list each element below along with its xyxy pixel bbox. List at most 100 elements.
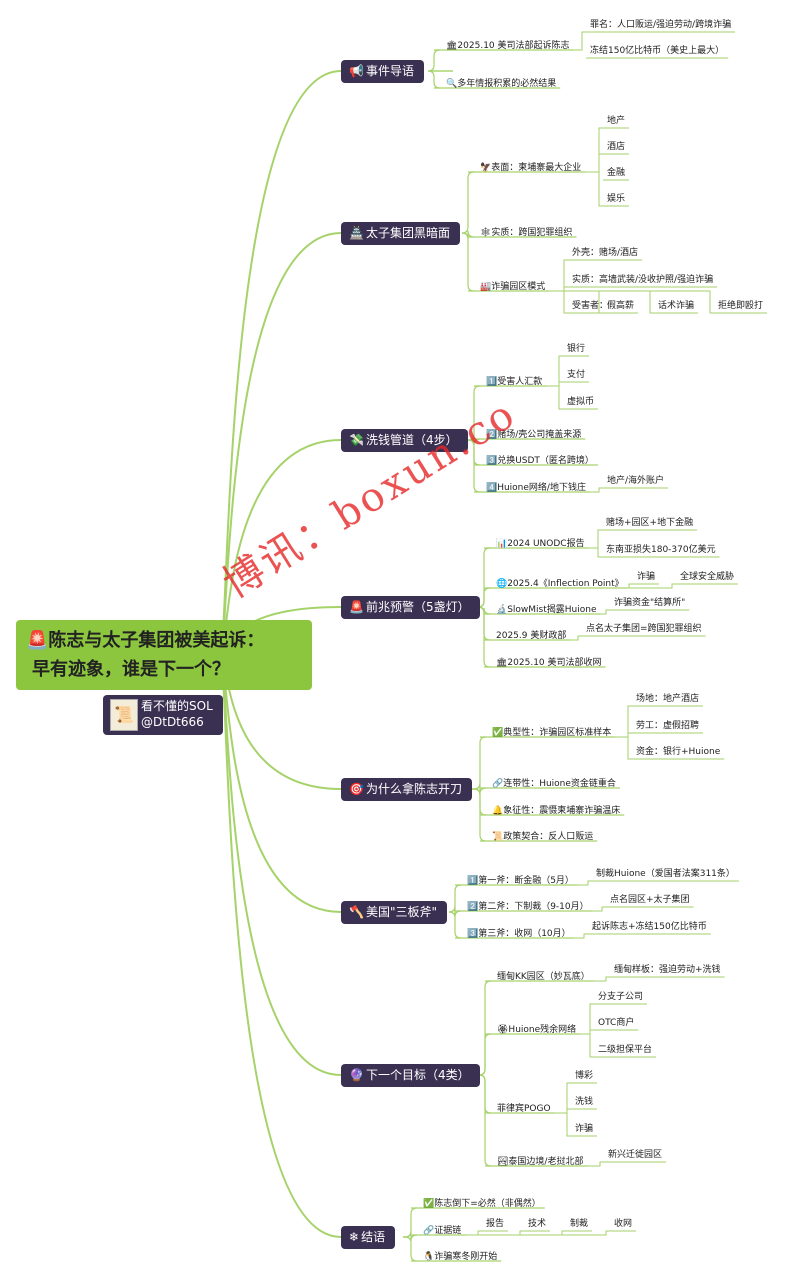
branch-node[interactable]: ❄结语 xyxy=(341,1226,396,1249)
branch-label: 事件导语 xyxy=(365,64,414,78)
sub-topic[interactable]: 🏛2025.10 美司法部起诉陈志 xyxy=(446,41,570,51)
leaf-topic[interactable]: 地产/海外账户 xyxy=(607,476,665,486)
leaf-link xyxy=(577,880,739,886)
sub-topic[interactable]: 🔔象征性：震慑柬埔寨诈骗温床 xyxy=(492,806,621,816)
leaf-topic[interactable]: 话术诈骗 xyxy=(658,301,695,311)
branch-node[interactable]: 🪓美国"三板斧" xyxy=(341,901,447,924)
leaf-topic[interactable]: 收网 xyxy=(614,1219,633,1229)
sub-topic[interactable]: 1️⃣受害人汇款 xyxy=(486,377,543,387)
sub-topic[interactable]: 3️⃣第三斧：收网（10月） xyxy=(467,929,571,939)
leaf-topic[interactable]: 制裁 xyxy=(570,1219,589,1229)
sub-topic[interactable]: 2️⃣第二斧：下制裁（9-10月） xyxy=(467,902,589,912)
sub-link xyxy=(475,980,492,1076)
leaf-topic[interactable]: 银行 xyxy=(567,344,586,354)
branch-node[interactable]: 🏯太子集团黑暗面 xyxy=(341,222,460,245)
sub-topic[interactable]: 🔍多年情报积累的必然结果 xyxy=(446,79,557,89)
branch-icon: 🏯 xyxy=(349,226,364,240)
sub-topic[interactable]: 🔬SlowMist揭露Huione xyxy=(496,605,597,615)
branch-label: 下一个目标（4类） xyxy=(365,1068,470,1082)
author-name: 看不懂的SOL xyxy=(141,699,213,713)
sub-topic[interactable]: 菲律宾POGO xyxy=(497,1104,551,1114)
leaf-topic[interactable]: 洗钱 xyxy=(575,1097,594,1107)
sub-topic[interactable]: 📊2024 UNODC报告 xyxy=(496,539,585,549)
sub-topic[interactable]: 🐧诈骗寒冬刚开始 xyxy=(423,1252,498,1262)
leaf-topic[interactable]: 假高薪 xyxy=(607,301,635,311)
leaf-topic[interactable]: 实质：高墙武装/没收护照/强迫诈骗 xyxy=(572,275,714,285)
root-topic[interactable]: 🚨陈志与太子集团被美起诉： 早有迹象，谁是下一个？ xyxy=(16,620,312,690)
leaf-topic[interactable]: 点名园区+太子集团 xyxy=(610,895,690,905)
sub-topic[interactable]: ✅典型性：诈骗园区标准样本 xyxy=(492,728,612,738)
branch-icon: 🪓 xyxy=(349,905,364,919)
leaf-topic[interactable]: 外壳：赌场/酒店 xyxy=(572,248,639,258)
sub-topic[interactable]: 缅甸KK园区（妙瓦底） xyxy=(497,972,590,982)
branch-icon: ❄ xyxy=(349,1230,360,1244)
branch-node[interactable]: 🔮下一个目标（4类） xyxy=(341,1064,480,1087)
leaf-topic[interactable]: OTC商户 xyxy=(598,1018,635,1028)
leaf-topic[interactable]: 新兴迁徙园区 xyxy=(608,1150,663,1160)
sub-topic[interactable]: ✅陈志倒下=必然（非偶然） xyxy=(423,1199,541,1209)
leaf-topic[interactable]: 受害者： xyxy=(572,301,609,311)
leaf-topic[interactable]: 报告 xyxy=(486,1219,505,1229)
branch-label: 洗钱管道（4步） xyxy=(365,433,458,447)
leaf-topic[interactable]: 二级担保平台 xyxy=(598,1045,653,1055)
leaf-topic[interactable]: 赌场+园区+地下金融 xyxy=(606,518,694,528)
leaf-topic[interactable]: 冻结150亿比特币（美史上最大） xyxy=(590,46,725,56)
sub-topic[interactable]: 🔗连带性：Huione资金链重合 xyxy=(492,779,616,789)
sub-topic[interactable]: 🏭诈骗园区模式 xyxy=(480,282,546,292)
leaf-topic[interactable]: 诈骗 xyxy=(575,1124,594,1134)
branch-node[interactable]: 💸洗钱管道（4步） xyxy=(341,429,468,452)
sub-topic[interactable]: 2025.9 美财政部 xyxy=(496,631,567,641)
leaf-topic[interactable]: 分支子公司 xyxy=(598,992,644,1002)
leaf-topic[interactable]: 全球安全威胁 xyxy=(680,572,735,582)
leaf-topic[interactable]: 劳工：虚假招聘 xyxy=(636,721,700,731)
leaf-link xyxy=(615,736,725,760)
leaf-topic[interactable]: 点名太子集团=跨国犯罪组织 xyxy=(586,624,702,634)
leaf-topic[interactable]: 起诉陈志+冻结150亿比特币 xyxy=(592,922,707,932)
sub-topic[interactable]: 🌐2025.4《Inflection Point》 xyxy=(496,579,624,589)
leaf-topic[interactable]: 技术 xyxy=(528,1219,547,1229)
branch-icon: 🔮 xyxy=(349,1068,364,1082)
leaf-topic[interactable]: 缅甸样板：强迫劳动+洗钱 xyxy=(614,965,721,975)
sub-topic[interactable]: 1️⃣第一斧：断金融（5月） xyxy=(467,876,574,886)
sub-topic[interactable]: 🦅表面：柬埔寨最大企业 xyxy=(480,163,582,173)
leaf-topic[interactable]: 金融 xyxy=(607,168,626,178)
leaf-topic[interactable]: 诈骗资金"结算所" xyxy=(614,598,686,608)
sub-topic[interactable]: 🏵Huione残余网络 xyxy=(497,1025,577,1035)
leaf-topic[interactable]: 娱乐 xyxy=(607,194,626,204)
leaf-topic[interactable]: 地产 xyxy=(607,116,626,126)
sub-link xyxy=(465,439,481,493)
sub-topic[interactable]: 🏛2025.10 美司法部收网 xyxy=(496,658,602,668)
leaf-topic[interactable]: 资金：银行+Huione xyxy=(636,747,721,757)
leaf-topic[interactable]: 酒店 xyxy=(607,142,626,152)
branch-node[interactable]: 🚨前兆预警（5盏灯） xyxy=(341,596,480,619)
leaf-topic[interactable]: 博彩 xyxy=(575,1071,594,1081)
leaf-link xyxy=(570,635,706,641)
sub-topic[interactable]: 2️⃣赌场/壳公司掩盖来源 xyxy=(486,430,582,440)
branch-node[interactable]: 📢事件导语 xyxy=(341,60,424,83)
leaf-link xyxy=(589,487,669,493)
leaf-topic[interactable]: 东南亚损失180-370亿美元 xyxy=(606,545,716,555)
leaf-link xyxy=(546,385,599,410)
sub-topic[interactable]: 📜政策契合：反人口贩运 xyxy=(492,832,594,842)
leaf-topic[interactable]: 诈骗 xyxy=(637,572,656,582)
leaf-topic[interactable]: 支付 xyxy=(567,370,586,380)
leaf-topic[interactable]: 罪名：人口贩运/强迫劳动/跨境诈骗 xyxy=(590,20,732,30)
author-card[interactable]: 📜 看不懂的SOL @DtDt666 xyxy=(103,695,223,735)
sub-topic[interactable]: 🕸实质：跨国犯罪组织 xyxy=(480,228,573,238)
leaf-link xyxy=(465,1230,637,1236)
sub-topic[interactable]: 🔗证据链 xyxy=(423,1226,462,1236)
leaf-topic[interactable]: 场地：地产酒店 xyxy=(636,694,700,704)
sub-topic[interactable]: 3️⃣兑换USDT（匿名跨境） xyxy=(486,456,594,466)
leaf-link xyxy=(465,1230,509,1236)
sub-link xyxy=(475,1074,492,1167)
branch-node[interactable]: 🎯为什么拿陈志开刀 xyxy=(341,778,472,801)
branch-label: 结语 xyxy=(361,1230,386,1244)
leaf-link xyxy=(600,609,690,615)
sub-topic[interactable]: 4️⃣Huione网络/地下钱庄 xyxy=(486,483,586,493)
sub-topic[interactable]: 🏞泰国边境/老挝北部 xyxy=(497,1157,584,1167)
leaf-topic[interactable]: 制裁Huione（爱国者法案311条） xyxy=(596,869,735,879)
leaf-topic[interactable]: 拒绝即殴打 xyxy=(718,301,764,311)
leaf-topic[interactable]: 虚拟币 xyxy=(567,397,595,407)
leaf-link xyxy=(587,1161,667,1167)
